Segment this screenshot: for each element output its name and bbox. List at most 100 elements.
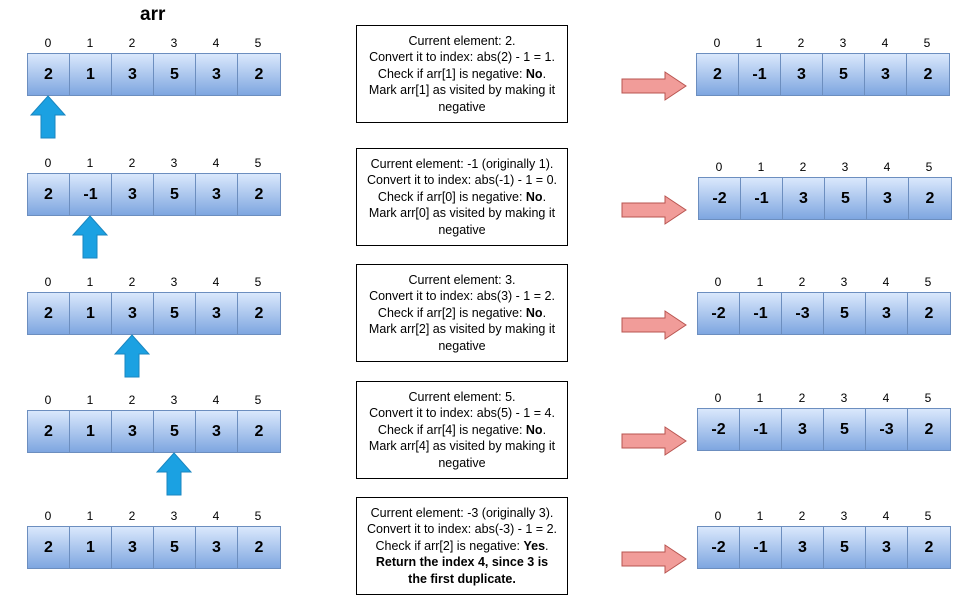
array-cell: 5 xyxy=(825,178,867,219)
index-label: 2 xyxy=(128,509,136,523)
index-label: 4 xyxy=(882,391,890,405)
array-cell: 1 xyxy=(70,293,112,334)
array-cell: -1 xyxy=(740,409,782,450)
description-line: the first duplicate. xyxy=(408,571,516,588)
index-label: 2 xyxy=(798,391,806,405)
array-cell: 5 xyxy=(824,293,866,334)
description-text: Mark arr[1] as visited by making it xyxy=(368,83,556,98)
index-label: 0 xyxy=(715,160,723,174)
index-label: 2 xyxy=(128,156,136,170)
index-label: 0 xyxy=(44,36,52,50)
step-description-box: Current element: 5.Convert it to index: … xyxy=(356,381,568,479)
description-text: negative xyxy=(438,338,486,353)
description-text: Convert it to index: abs(2) - 1 = 1. xyxy=(369,50,555,65)
index-label: 2 xyxy=(798,509,806,523)
array-cell: -1 xyxy=(741,178,783,219)
description-text: Convert it to index: abs(5) - 1 = 4. xyxy=(369,406,555,421)
index-label: 0 xyxy=(713,36,721,50)
description-emphasis: the first duplicate. xyxy=(408,571,516,586)
array-cell: 5 xyxy=(154,411,196,452)
description-text: negative xyxy=(438,455,486,470)
description-text: Convert it to index: abs(3) - 1 = 2. xyxy=(369,289,555,304)
description-text: Mark arr[2] as visited by making it xyxy=(368,322,556,337)
index-label: 5 xyxy=(924,275,932,289)
pointer-up-arrow-icon xyxy=(156,452,192,496)
index-label: 4 xyxy=(212,36,220,50)
index-label: 2 xyxy=(128,393,136,407)
array-cell: 5 xyxy=(154,54,196,95)
index-label: 4 xyxy=(881,36,889,50)
index-label: 0 xyxy=(44,393,52,407)
index-label: 0 xyxy=(714,391,722,405)
array-cell: 5 xyxy=(154,527,196,568)
array-cell: 3 xyxy=(196,411,238,452)
pointer-up-arrow-icon xyxy=(30,95,66,139)
array-cell: 3 xyxy=(866,527,908,568)
index-label: 0 xyxy=(44,275,52,289)
index-label: 5 xyxy=(254,393,262,407)
pointer-up-arrow-icon xyxy=(114,334,150,378)
description-line: negative xyxy=(438,455,485,472)
transition-right-arrow-icon xyxy=(621,310,687,340)
description-line: Check if arr[2] is negative: Yes. xyxy=(375,538,548,555)
array-cell: 5 xyxy=(154,293,196,334)
array-cell: -3 xyxy=(782,293,824,334)
description-text: Current element: 2. xyxy=(408,33,516,48)
transition-right-arrow-icon xyxy=(621,426,687,456)
description-text: . xyxy=(542,422,547,437)
index-label: 5 xyxy=(254,36,262,50)
description-emphasis: Yes xyxy=(523,538,546,553)
array-cell: 2 xyxy=(697,54,739,95)
index-label: 5 xyxy=(254,156,262,170)
array-cell: 3 xyxy=(112,527,154,568)
description-text: Check if arr[2] is negative: xyxy=(377,305,526,320)
array-cell: 5 xyxy=(824,409,866,450)
description-line: Mark arr[0] as visited by making it xyxy=(369,205,555,222)
description-text: Mark arr[0] as visited by making it xyxy=(368,206,556,221)
index-label: 5 xyxy=(923,36,931,50)
index-label: 0 xyxy=(44,509,52,523)
pointer-up-arrow-icon xyxy=(72,215,108,259)
transition-right-arrow-icon xyxy=(621,195,687,225)
index-label: 5 xyxy=(924,391,932,405)
index-label: 4 xyxy=(212,393,220,407)
description-line: Convert it to index: abs(-1) - 1 = 0. xyxy=(367,172,557,189)
array-cell: -2 xyxy=(698,527,740,568)
index-label: 1 xyxy=(86,393,94,407)
array-cell: 2 xyxy=(28,527,70,568)
array-cell: 2 xyxy=(908,527,950,568)
index-label: 5 xyxy=(254,509,262,523)
index-label: 1 xyxy=(756,391,764,405)
description-line: Mark arr[1] as visited by making it xyxy=(369,82,555,99)
index-label: 4 xyxy=(883,160,891,174)
description-text: . xyxy=(542,66,547,81)
description-text: Current element: -1 (originally 1). xyxy=(370,156,554,171)
array-cell: 3 xyxy=(196,293,238,334)
array-cell: 1 xyxy=(70,411,112,452)
array-cell: 2 xyxy=(238,54,280,95)
index-label: 3 xyxy=(170,509,178,523)
description-text: Check if arr[0] is negative: xyxy=(377,189,526,204)
description-line: Check if arr[4] is negative: No. xyxy=(378,422,546,439)
index-label: 2 xyxy=(797,36,805,50)
description-text: Check if arr[1] is negative: xyxy=(377,66,526,81)
index-label: 3 xyxy=(841,160,849,174)
index-label: 4 xyxy=(882,509,890,523)
index-label: 1 xyxy=(86,509,94,523)
array-cell: -2 xyxy=(699,178,741,219)
array-cell: 1 xyxy=(70,54,112,95)
array-cell: 2 xyxy=(908,293,950,334)
index-label: 3 xyxy=(170,275,178,289)
index-label: 2 xyxy=(128,36,136,50)
description-text: Check if arr[4] is negative: xyxy=(377,422,526,437)
array-cell: 2 xyxy=(28,174,70,215)
array-cell: 3 xyxy=(866,293,908,334)
description-line: negative xyxy=(438,222,485,239)
array-cell: 3 xyxy=(112,293,154,334)
description-emphasis: No xyxy=(525,66,543,81)
